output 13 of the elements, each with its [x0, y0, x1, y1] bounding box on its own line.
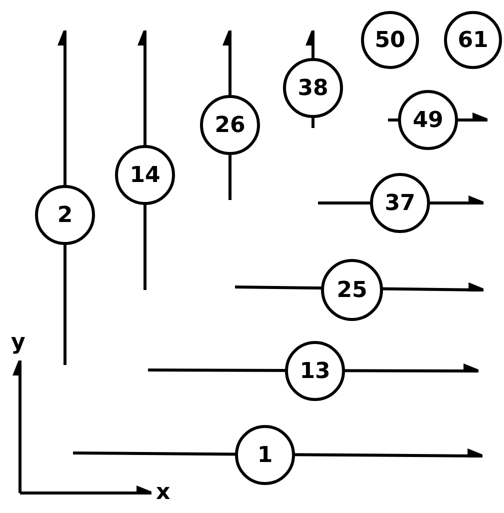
numbered-circle: 38: [283, 58, 343, 118]
numbered-circle: 14: [115, 145, 175, 205]
numbered-circle: 37: [370, 173, 430, 233]
numbered-circle: 61: [444, 11, 502, 69]
numbered-circle: 13: [285, 341, 345, 401]
numbered-circle: 25: [321, 259, 383, 321]
numbered-circle: 1: [235, 425, 295, 485]
numbered-circle: 50: [361, 11, 419, 69]
numbered-circle: 49: [398, 90, 458, 150]
axis-label: y: [11, 332, 26, 354]
numbered-circle: 2: [35, 185, 95, 245]
axis-label: x: [156, 482, 170, 504]
numbered-circle: 26: [200, 95, 260, 155]
